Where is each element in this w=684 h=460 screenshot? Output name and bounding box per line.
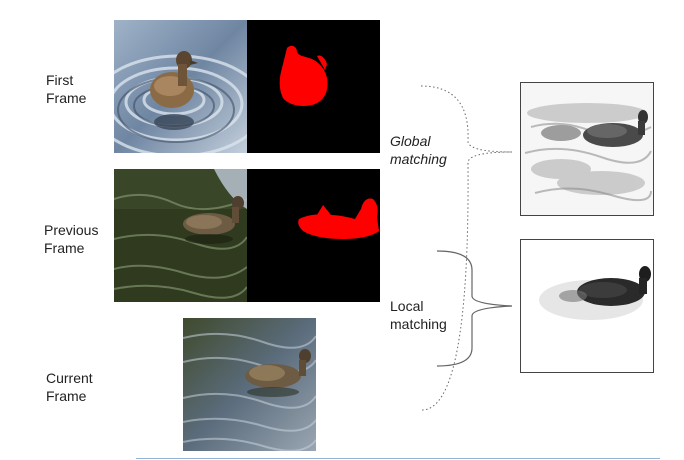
global-matching-label: Global matching [390,133,447,167]
current-frame-label: Current Frame [46,370,93,404]
current-frame-image [183,318,316,451]
first-frame-label: First Frame [46,72,87,106]
local-matching-label: Local matching [390,298,447,332]
previous-frame-mask [247,169,380,302]
global-matching-bracket [420,85,513,411]
local-matching-bracket [436,250,513,367]
previous-frame-label: Previous Frame [44,222,99,256]
global-matching-map [520,82,654,216]
first-frame-mask [247,20,380,153]
previous-frame-image [114,169,247,302]
bottom-rule [136,458,660,459]
local-matching-map [520,239,654,373]
first-frame-image [114,20,247,153]
